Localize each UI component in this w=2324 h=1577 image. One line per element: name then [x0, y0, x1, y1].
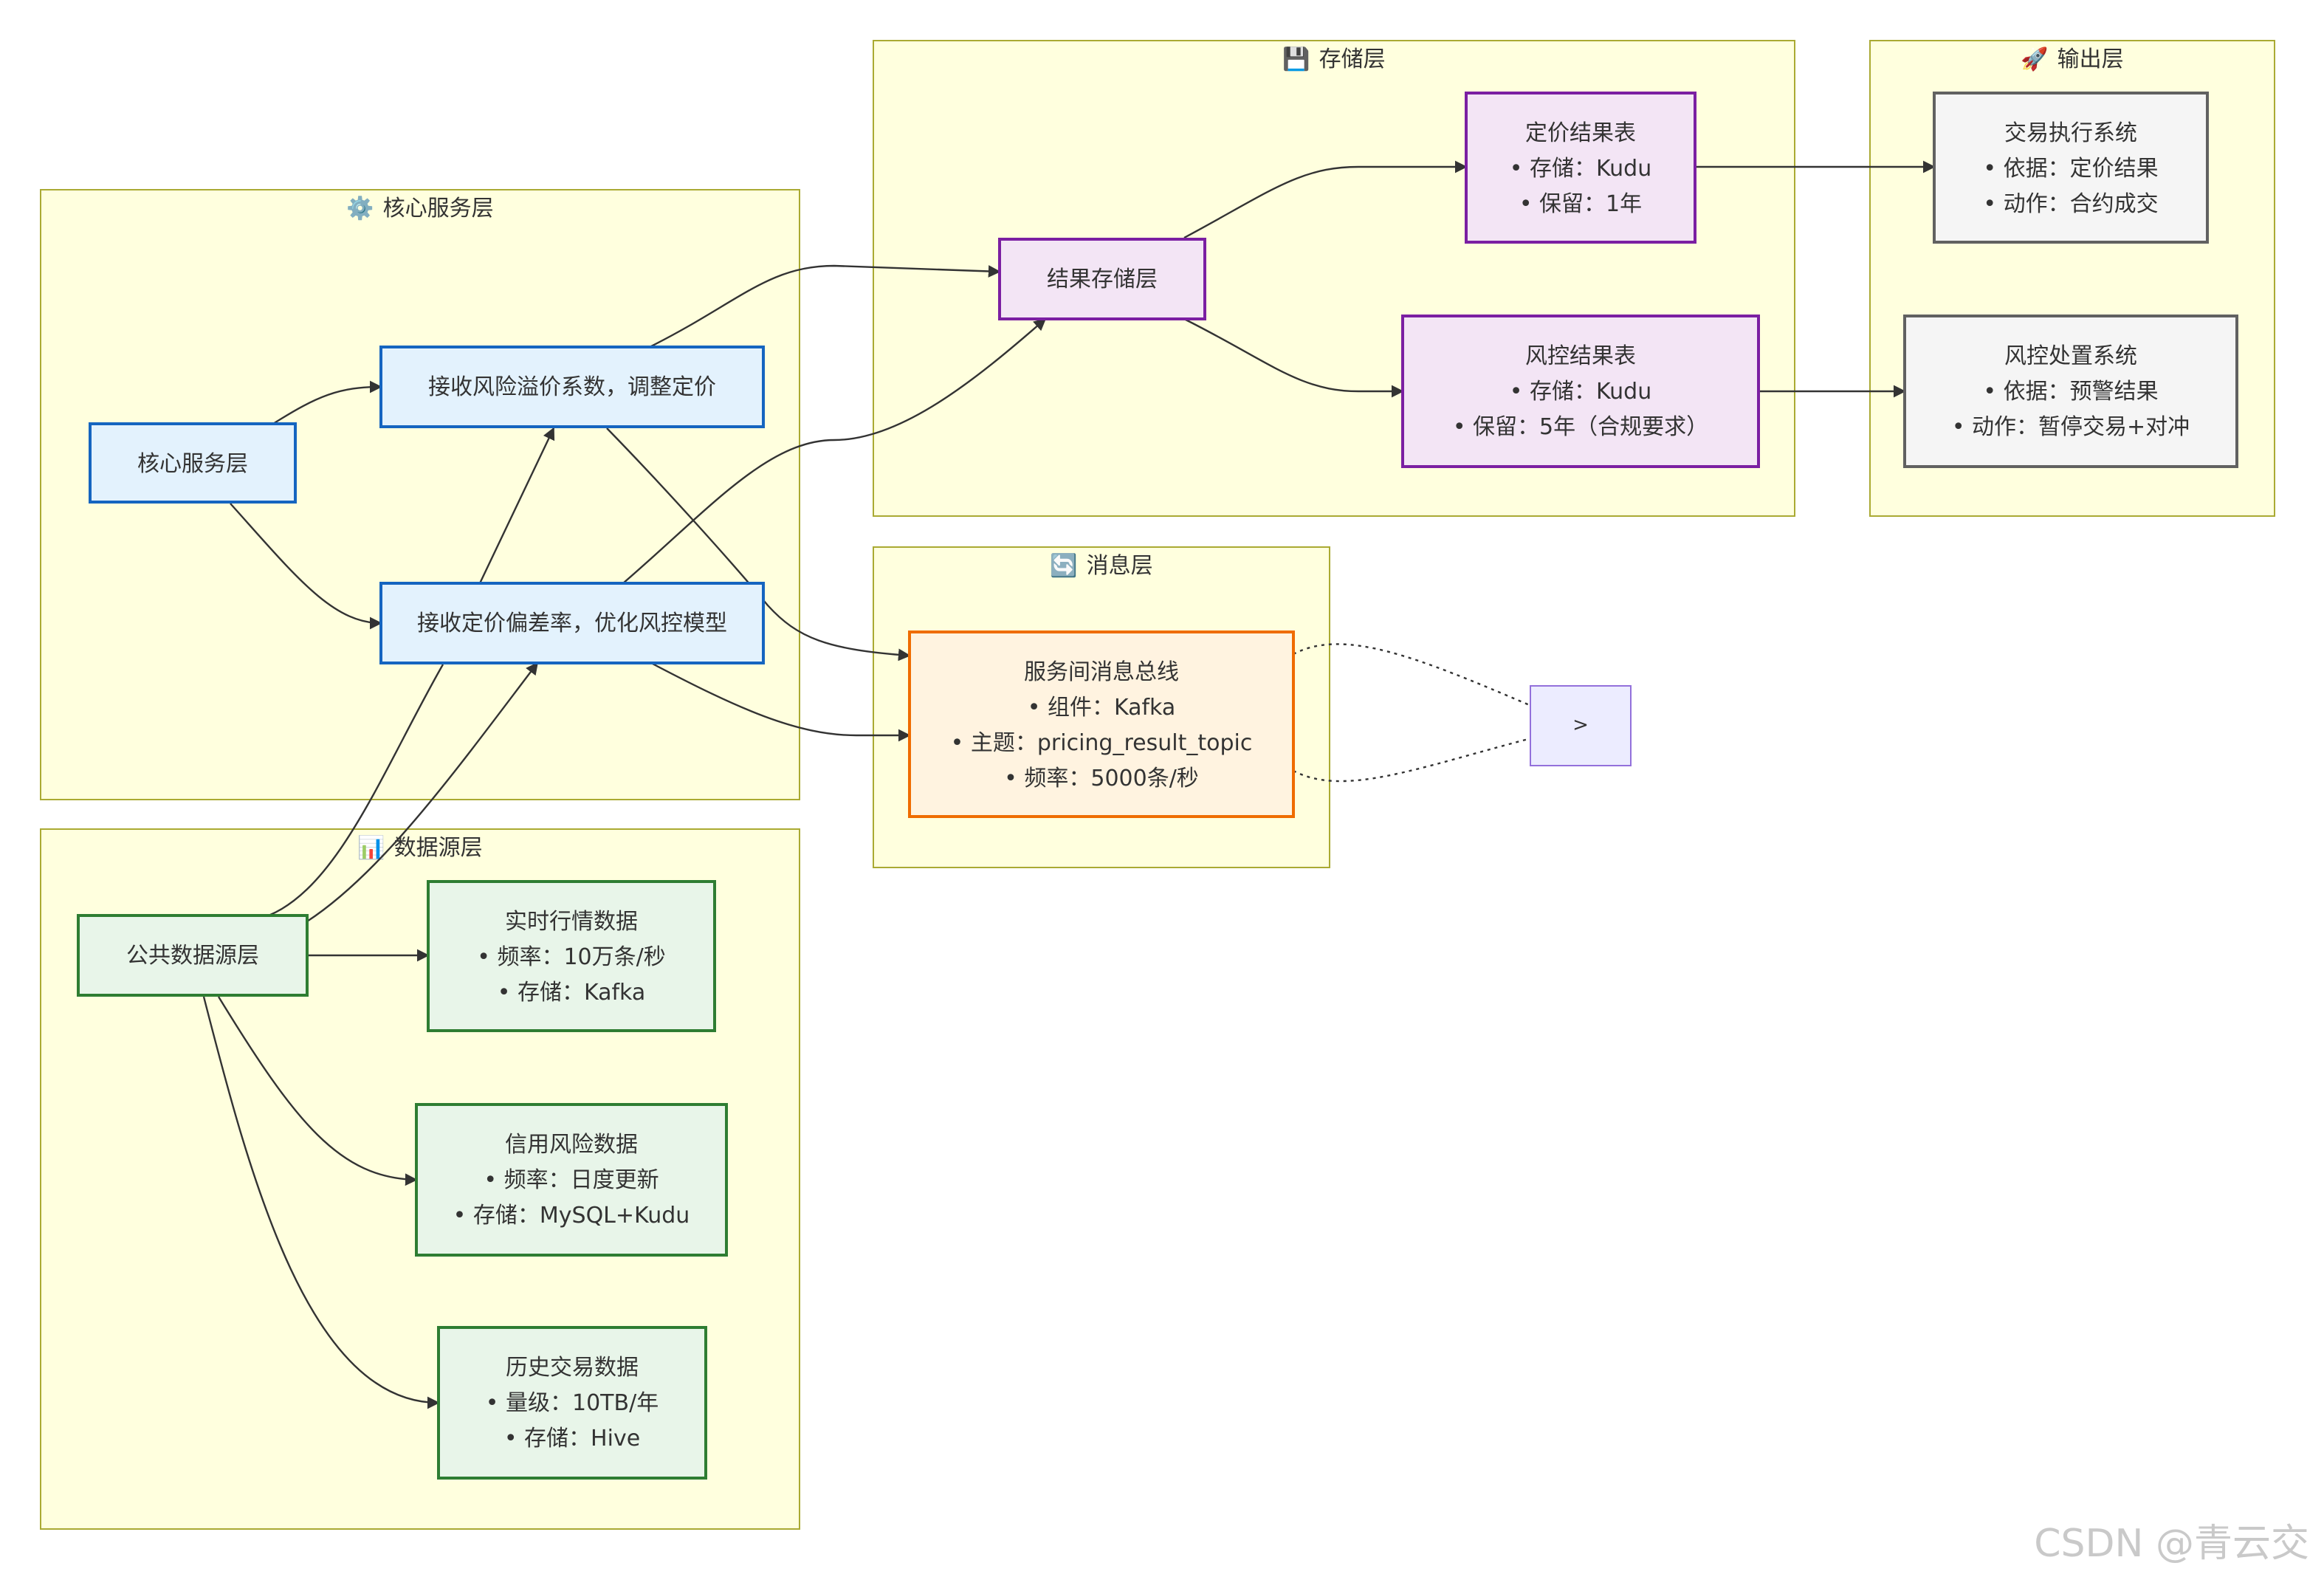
node-credit-risk-data[interactable]: 信用风险数据 • 频率：日度更新 • 存储：MySQL+Kudu: [415, 1103, 728, 1257]
bar-chart-icon: 📊: [357, 834, 385, 861]
node-trade-execution[interactable]: 交易执行系统 • 依据：定价结果 • 动作：合约成交: [1933, 92, 2209, 244]
edge-core-to-pricing-dev: [230, 503, 382, 630]
node-risk-result-table[interactable]: 风控结果表 • 存储：Kudu • 保留：5年（合规要求）: [1401, 315, 1760, 468]
group-title-message: 🔄消息层: [1050, 552, 1153, 579]
edge-result-storage-to-pricing-table: [1183, 160, 1468, 239]
edge-msg-bus-to-more-top: [1293, 643, 1532, 707]
edge-risk-premium-to-result-storage: [649, 264, 1001, 348]
floppy-disk-icon: 💾: [1282, 46, 1310, 72]
edge-core-to-risk-premium: [272, 380, 382, 425]
edge-pricing-dev-to-risk-premium: [478, 427, 555, 584]
watermark: CSDN @青云交: [2034, 1522, 2309, 1567]
node-message-bus[interactable]: 服务间消息总线 • 组件：Kafka • 主题：pricing_result_t…: [908, 631, 1295, 818]
rocket-icon: 🚀: [2021, 46, 2049, 72]
edge-public-data-to-pricing-dev: [306, 662, 539, 923]
edge-result-storage-to-risk-table: [1183, 317, 1404, 398]
node-result-storage[interactable]: 结果存储层: [998, 238, 1206, 320]
gear-icon: ⚙️: [346, 195, 374, 221]
group-title-data: 📊数据源层: [357, 834, 483, 861]
node-more[interactable]: >: [1530, 685, 1632, 766]
node-core-service[interactable]: 核心服务层: [89, 422, 297, 504]
edge-pricing-dev-to-msg-bus: [650, 662, 911, 742]
edge-pricing-dev-to-result-storage: [622, 317, 1047, 584]
node-historical-trade-data[interactable]: 历史交易数据 • 量级：10TB/年 • 存储：Hive: [437, 1326, 707, 1480]
edge-public-data-to-history: [202, 996, 440, 1409]
node-risk-premium[interactable]: 接收风险溢价系数，调整定价: [379, 346, 765, 428]
node-realtime-market-data[interactable]: 实时行情数据 • 频率：10万条/秒 • 存储：Kafka: [427, 880, 716, 1032]
node-pricing-deviation[interactable]: 接收定价偏差率，优化风控模型: [379, 582, 765, 664]
group-title-core: ⚙️核心服务层: [346, 195, 494, 221]
node-pricing-result-table[interactable]: 定价结果表 • 存储：Kudu • 保留：1年: [1465, 92, 1696, 244]
edge-public-data-to-credit: [217, 996, 418, 1186]
refresh-icon: 🔄: [1050, 552, 1078, 579]
edge-public-data-to-risk-premium: [268, 664, 444, 917]
group-title-output: 🚀输出层: [2021, 46, 2124, 72]
node-risk-handling[interactable]: 风控处置系统 • 依据：预警结果 • 动作：暂停交易+对冲: [1903, 315, 2238, 468]
edge-msg-bus-to-more-bottom: [1293, 737, 1532, 783]
node-public-data-source[interactable]: 公共数据源层: [77, 914, 309, 997]
group-title-storage: 💾存储层: [1282, 46, 1386, 72]
